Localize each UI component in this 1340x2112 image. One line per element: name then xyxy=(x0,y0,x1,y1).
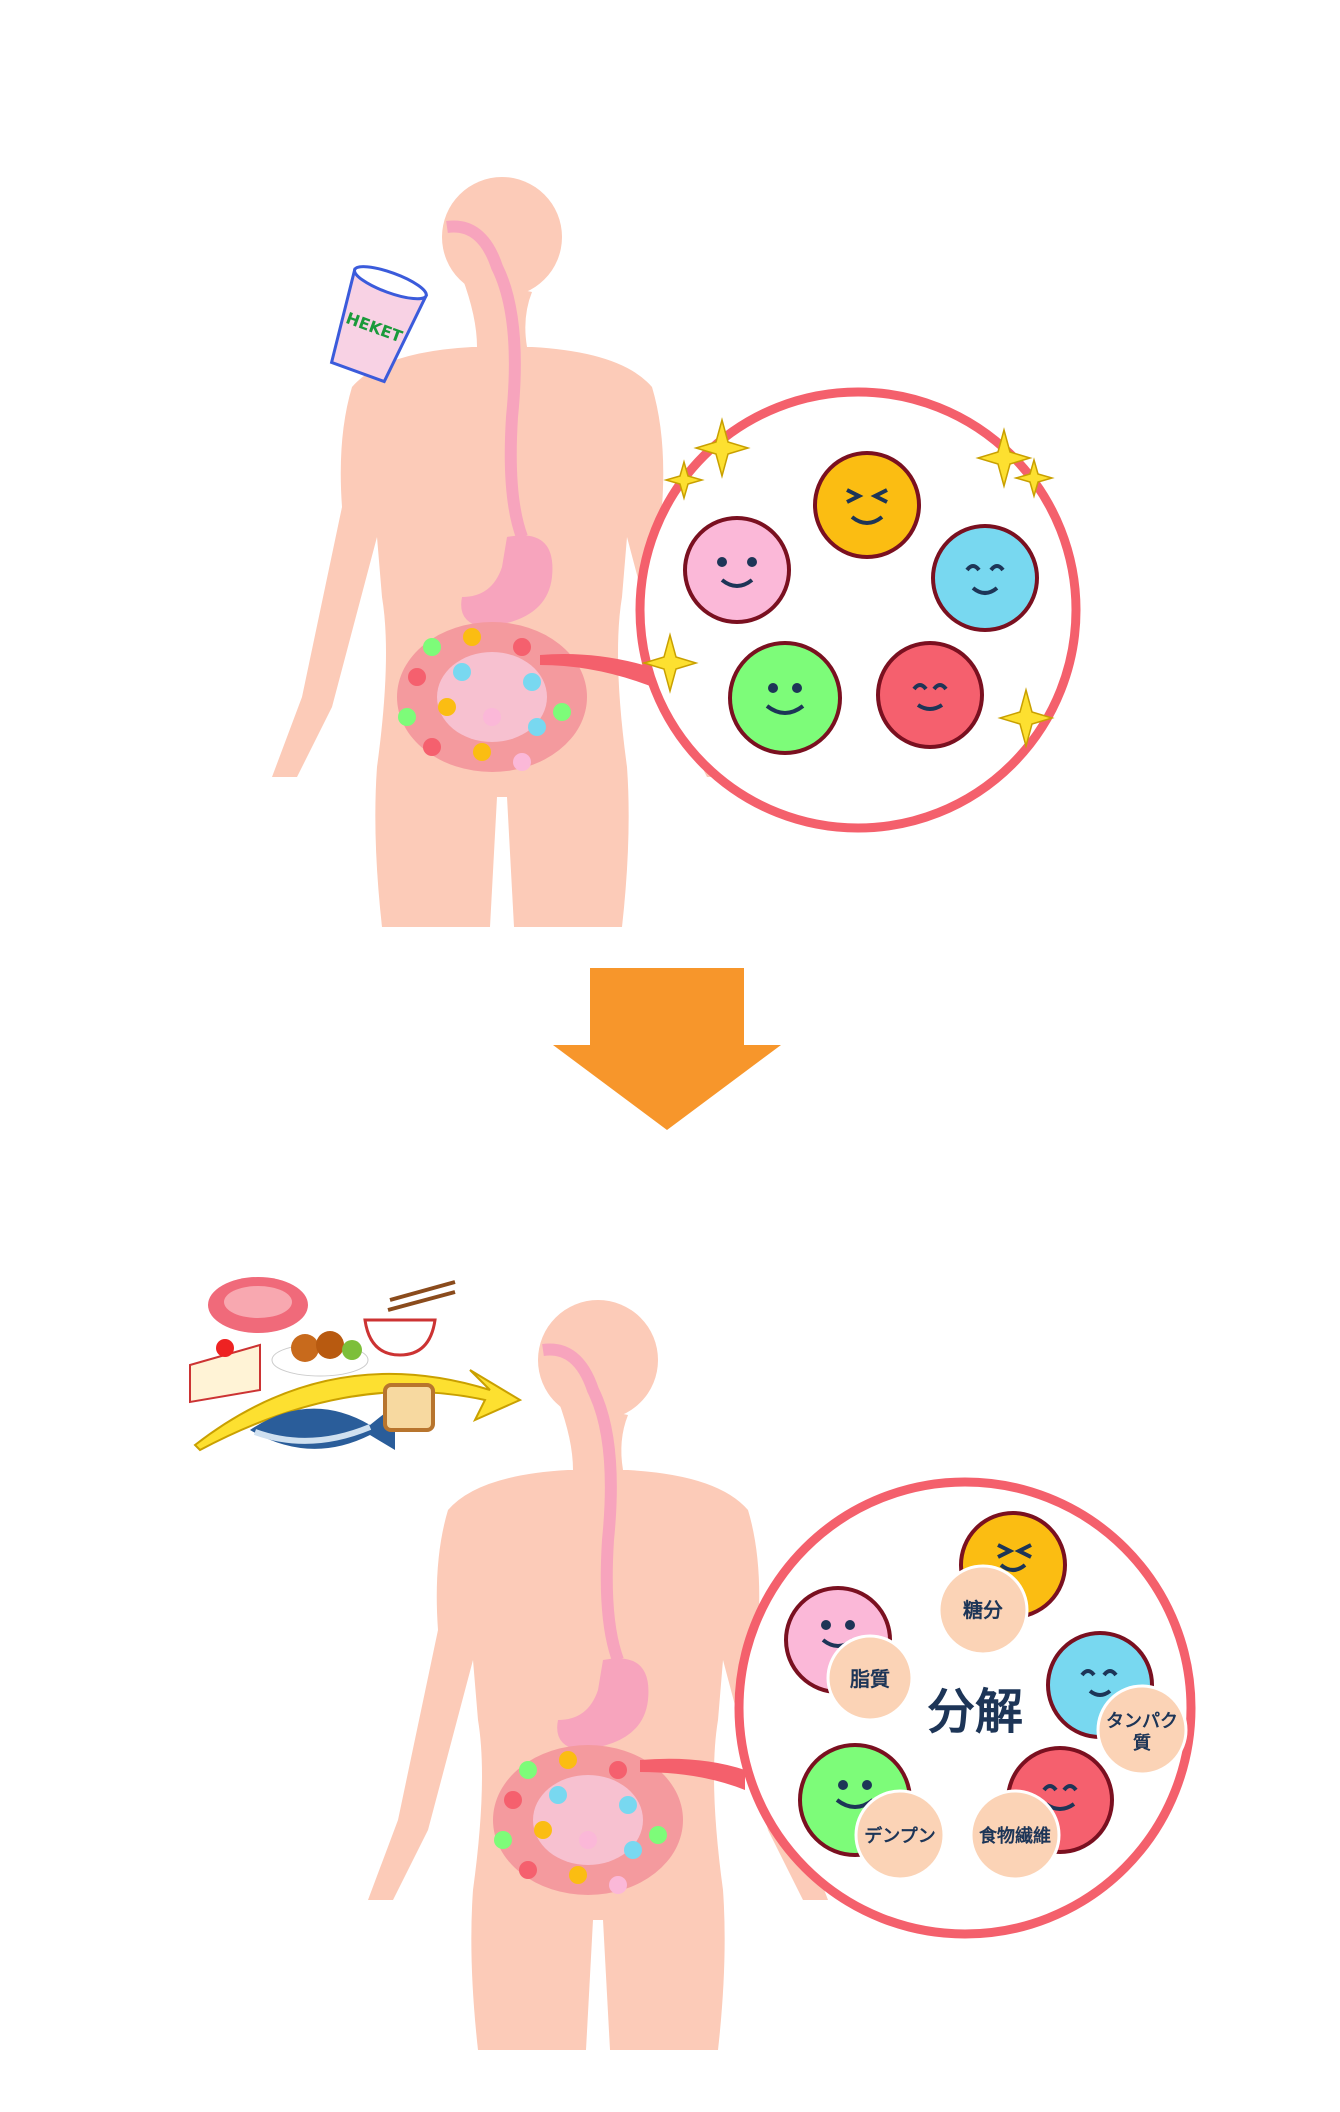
down-arrow-icon xyxy=(553,968,781,1130)
label-starch: デンプン xyxy=(864,1825,935,1847)
bacteria-red: 食物繊維 xyxy=(969,1746,1114,1881)
body-silhouette-bottom xyxy=(368,1300,828,2050)
food-group xyxy=(189,1277,523,1452)
bacteria-blue xyxy=(931,524,1039,632)
bacteria-pink: 脂質 xyxy=(784,1586,914,1722)
fried-chicken-icon xyxy=(271,1331,369,1377)
label-protein-line1: タンパク xyxy=(1106,1711,1178,1732)
cup-icon: HEKET xyxy=(329,265,429,384)
sparkle-icons xyxy=(641,417,1055,749)
bacteria-green xyxy=(728,641,842,755)
bacteria-red xyxy=(876,641,984,749)
meat-icon xyxy=(208,1277,308,1333)
zoom-bubble-bottom: 脂質 糖分 タンパク 質 デンプン 食物繊維 分解 xyxy=(640,1477,1196,1939)
fish-icon xyxy=(250,1405,395,1450)
bacteria-pink xyxy=(683,516,791,624)
gut-bacteria-small xyxy=(494,1751,667,1894)
food-arrow-icon xyxy=(193,1369,523,1452)
ramen-icon xyxy=(363,1280,456,1357)
center-label-decomposition: 分解 xyxy=(927,1684,1023,1740)
bread-icon xyxy=(383,1383,435,1432)
label-fat: 脂質 xyxy=(850,1667,890,1691)
cake-icon xyxy=(189,1339,261,1404)
bacteria-yellow: 糖分 xyxy=(937,1511,1067,1656)
bacteria-green: デンプン xyxy=(798,1743,946,1881)
label-sugar: 糖分 xyxy=(963,1598,1003,1622)
gut-bacteria-small xyxy=(398,628,571,771)
bacteria-blue: タンパク 質 xyxy=(1046,1631,1188,1776)
bacteria-yellow xyxy=(813,451,921,559)
label-protein-line2: 質 xyxy=(1133,1732,1151,1754)
zoom-bubble-top xyxy=(540,387,1081,833)
label-fiber: 食物繊維 xyxy=(978,1825,1051,1847)
body-silhouette-top xyxy=(272,177,732,927)
